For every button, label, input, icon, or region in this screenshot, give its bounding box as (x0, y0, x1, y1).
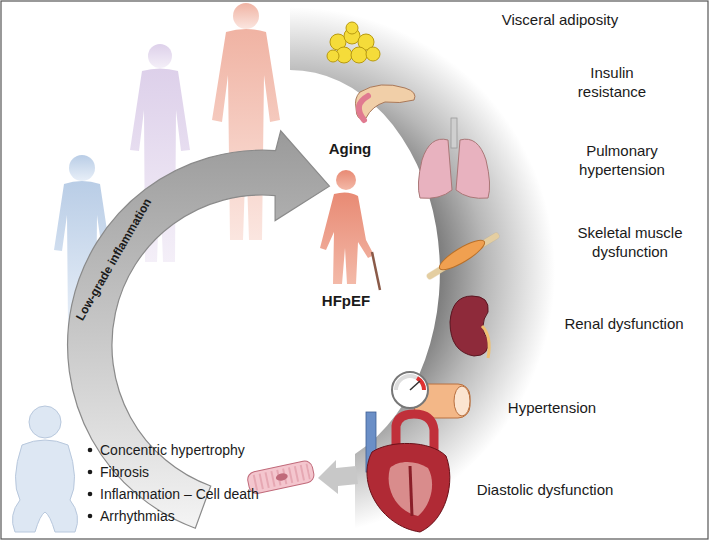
bullet-item: Concentric hypertrophy (100, 441, 245, 459)
heart-icon (366, 412, 450, 532)
organ-label: Pulmonary hypertension (556, 141, 688, 180)
bullet-item: Arrhythmias (100, 507, 175, 525)
bullet-item: Inflammation – Cell death (100, 485, 259, 503)
fat-icon (327, 22, 380, 63)
lungs-icon (418, 118, 489, 198)
organ-label: Diastolic dysfunction (477, 480, 614, 500)
bullet-item: Fibrosis (100, 463, 149, 481)
organ-label: Visceral adiposity (502, 10, 618, 30)
muscle-icon (430, 236, 496, 276)
aged-person (320, 170, 380, 290)
pancreas-icon (356, 85, 415, 120)
organ-label: Renal dysfunction (564, 314, 683, 334)
organ-label: Hypertension (508, 398, 596, 418)
organ-label: Insulin resistance (566, 63, 658, 102)
baby-silhouette (12, 406, 77, 532)
center-title: Aging (329, 139, 372, 159)
inflammation-arrow (68, 131, 330, 528)
adult-silhouette (212, 3, 280, 240)
center-title: HFpEF (322, 291, 370, 311)
cell-arrow (318, 460, 358, 494)
kidney-icon (450, 296, 489, 358)
bullet-dots (88, 448, 93, 519)
organ-label: Skeletal muscle dysfunction (562, 223, 698, 262)
